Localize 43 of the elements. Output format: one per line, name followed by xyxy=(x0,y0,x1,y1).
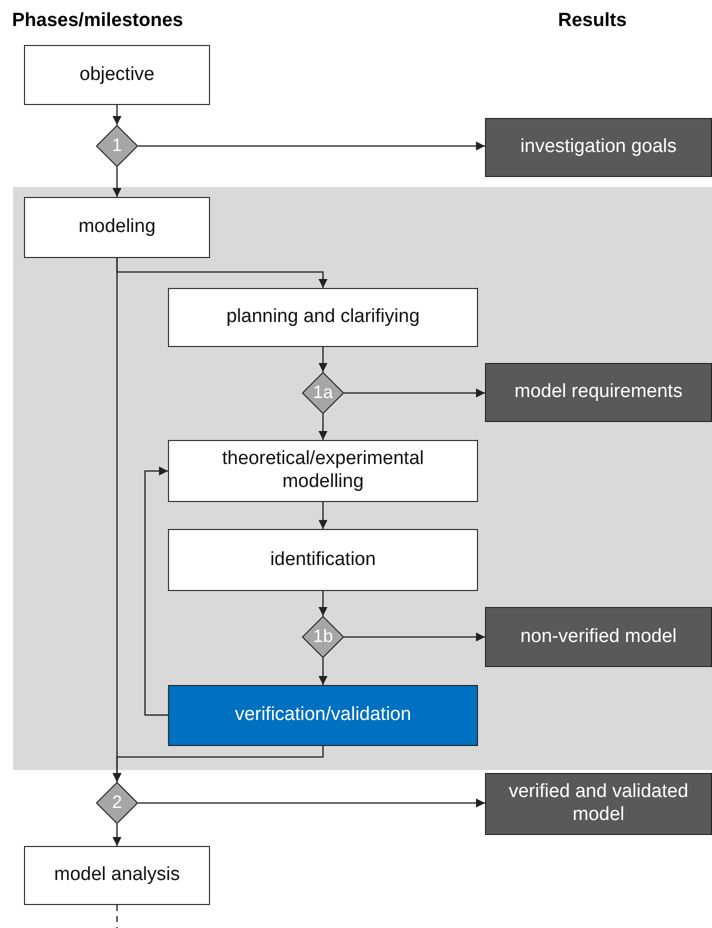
box-label: objective xyxy=(80,64,154,86)
process-box xyxy=(24,197,210,258)
result-box xyxy=(485,118,712,177)
box-label: non-verified model xyxy=(520,626,677,648)
box-label: verification/validation xyxy=(234,704,412,727)
process-box xyxy=(168,440,478,502)
connector-arrow xyxy=(318,658,328,685)
result-box xyxy=(485,607,712,667)
process-box xyxy=(24,45,210,105)
milestone-number: 1b xyxy=(312,626,334,648)
process-box xyxy=(24,846,210,905)
column-heading: Results xyxy=(558,10,627,32)
highlighted-process-box xyxy=(168,685,478,746)
milestone-number: 1 xyxy=(112,135,122,157)
connector-arrow xyxy=(138,142,485,150)
box-label: verified and validated model xyxy=(508,781,690,827)
connector-arrow xyxy=(318,591,328,616)
milestone-number: 2 xyxy=(112,792,122,814)
result-box xyxy=(485,773,712,835)
connector-arrow xyxy=(112,105,122,125)
connector-arrow xyxy=(344,632,485,642)
connector-arrow xyxy=(318,414,328,440)
connector-arrow xyxy=(112,167,122,197)
box-label: identification xyxy=(270,548,376,572)
connector-arrow xyxy=(138,798,485,808)
box-label: model analysis xyxy=(54,864,180,887)
connector-arrow xyxy=(318,347,328,372)
phase-band xyxy=(13,187,712,770)
column-heading: Phases/milestones xyxy=(12,10,184,32)
result-box xyxy=(485,363,712,422)
process-box xyxy=(168,288,478,347)
box-label: theoretical/experimental modelling xyxy=(221,448,425,494)
box-label: model requirements xyxy=(514,381,682,404)
connector-arrow xyxy=(112,824,122,846)
connector-arrow xyxy=(144,466,168,716)
connector-arrow xyxy=(344,388,485,398)
connector-arrow xyxy=(112,746,324,782)
box-label: modeling xyxy=(78,216,156,239)
process-box xyxy=(168,529,478,591)
box-label: planning and clarifiying xyxy=(226,306,420,329)
milestone-number: 1a xyxy=(312,382,334,404)
box-label: investigation goals xyxy=(520,136,677,159)
connector-arrow xyxy=(318,502,328,529)
